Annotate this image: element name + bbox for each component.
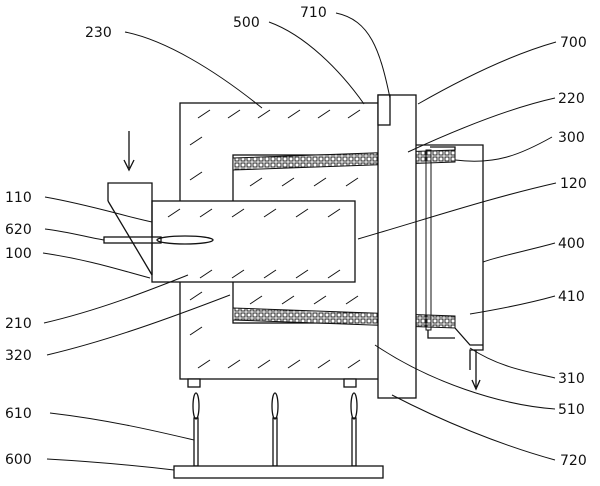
label-400: 400 xyxy=(558,236,585,252)
label-500: 500 xyxy=(233,15,260,31)
label-310: 310 xyxy=(558,371,585,387)
outlet-arrow xyxy=(471,350,481,391)
label-220: 220 xyxy=(558,91,585,107)
label-120: 120 xyxy=(560,176,587,192)
chimney-cap-710 xyxy=(377,94,391,126)
label-110: 110 xyxy=(5,190,32,206)
inner-casing-410 xyxy=(425,149,432,331)
label-620: 620 xyxy=(5,222,32,238)
burner-610-left xyxy=(192,392,200,467)
label-410: 410 xyxy=(558,289,585,305)
label-610: 610 xyxy=(5,406,32,422)
feed-hopper-110 xyxy=(107,182,153,276)
label-300: 300 xyxy=(558,130,585,146)
label-700: 700 xyxy=(560,35,587,51)
support-foot-right xyxy=(343,378,357,388)
label-320: 320 xyxy=(5,348,32,364)
label-600: 600 xyxy=(5,452,32,468)
label-210: 210 xyxy=(5,316,32,332)
leader-lines xyxy=(42,12,557,471)
label-230: 230 xyxy=(85,25,112,41)
label-710: 710 xyxy=(300,5,327,21)
inner-tube-210 xyxy=(151,200,356,283)
burner-610-middle xyxy=(271,392,279,467)
label-510: 510 xyxy=(558,402,585,418)
support-foot-left xyxy=(187,378,201,388)
label-100: 100 xyxy=(5,246,32,262)
feed-arrow xyxy=(123,131,135,172)
chimney-700 xyxy=(377,94,417,399)
outer-casing-400 xyxy=(416,144,484,370)
burner-610-right xyxy=(350,392,358,467)
burner-flame xyxy=(156,235,214,245)
label-720: 720 xyxy=(560,453,587,469)
base-600 xyxy=(173,465,384,479)
